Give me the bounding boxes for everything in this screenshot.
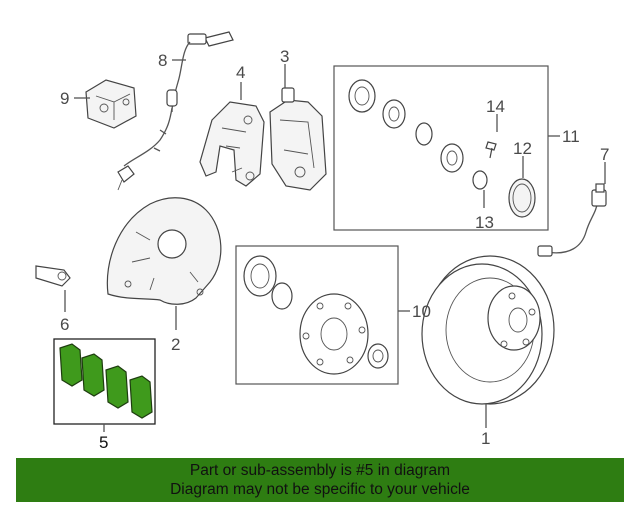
callout-2: 2	[171, 335, 180, 354]
brake-pad-2	[81, 353, 105, 397]
callout-14: 14	[486, 97, 505, 116]
banner-line-1: Part or sub-assembly is #5 in diagram	[189, 462, 451, 479]
callout-4: 4	[236, 63, 245, 82]
brake-pad-3	[105, 365, 129, 409]
splash-shield-part[interactable]	[106, 197, 222, 305]
brake-pad-4	[129, 375, 153, 419]
bracket-part[interactable]	[85, 79, 137, 129]
bearing-kit-box[interactable]	[333, 65, 549, 231]
leader-lines	[64, 59, 606, 432]
callout-13: 13	[475, 213, 494, 232]
callout-12: 12	[513, 139, 532, 158]
callout-10: 10	[412, 302, 431, 321]
info-banner: Part or sub-assembly is #5 in diagram Di…	[16, 458, 624, 502]
brake-hose-part[interactable]	[537, 183, 607, 257]
caliper-part[interactable]	[269, 87, 327, 191]
hub-assembly-box[interactable]	[235, 245, 399, 385]
callout-7: 7	[600, 145, 609, 164]
callout-1: 1	[481, 429, 490, 448]
brake-pads-box[interactable]	[53, 338, 156, 425]
banner-line-2: Diagram may not be specific to your vehi…	[170, 481, 470, 498]
sensor-bolt-part[interactable]	[35, 265, 71, 287]
wheel-speed-sensor-part[interactable]	[117, 31, 234, 191]
callout-6: 6	[60, 315, 69, 334]
brake-rotor-part[interactable]	[421, 255, 555, 405]
caliper-bracket-part[interactable]	[199, 101, 265, 187]
callout-8: 8	[158, 51, 167, 70]
callout-9: 9	[60, 89, 69, 108]
brake-pad-1	[59, 343, 83, 387]
diagram-artwork: 8 9 4 3 14 12 11 13 7 10 1 2 6 5	[35, 31, 609, 452]
callout-5: 5	[99, 433, 108, 452]
callout-11: 11	[562, 127, 580, 146]
callout-3: 3	[280, 47, 289, 66]
